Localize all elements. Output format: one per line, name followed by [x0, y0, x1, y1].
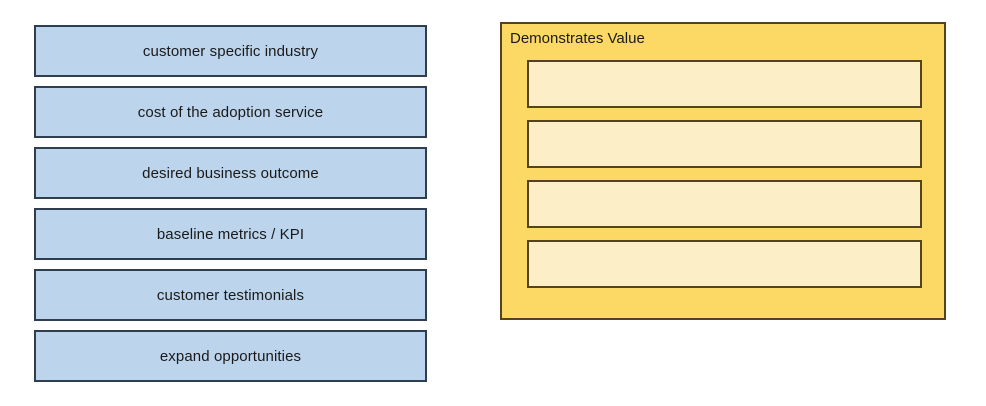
source-item-label: desired business outcome [142, 164, 319, 182]
source-item-label: expand opportunities [159, 347, 302, 365]
drop-slot-1[interactable] [527, 60, 922, 108]
source-item-baseline-metrics-kpi[interactable]: baseline metrics / KPI [34, 208, 427, 260]
source-item-label: cost of the adoption service [137, 103, 324, 121]
source-item-cost-of-the-adoption-service[interactable]: cost of the adoption service [34, 86, 427, 138]
source-item-customer-testimonials[interactable]: customer testimonials [34, 269, 427, 321]
source-item-expand-opportunities[interactable]: expand opportunities [34, 330, 427, 382]
drop-slot-list [527, 60, 922, 288]
source-item-label: customer specific industry [142, 42, 319, 60]
drop-target-container-demonstrates-value[interactable]: Demonstrates Value [500, 22, 946, 320]
source-item-label: baseline metrics / KPI [156, 225, 305, 243]
source-item-customer-specific-industry[interactable]: customer specific industry [34, 25, 427, 77]
source-item-label: customer testimonials [156, 286, 305, 304]
drop-slot-3[interactable] [527, 180, 922, 228]
source-item-desired-business-outcome[interactable]: desired business outcome [34, 147, 427, 199]
source-item-list: customer specific industry cost of the a… [34, 25, 427, 382]
drop-slot-2[interactable] [527, 120, 922, 168]
drop-container-title: Demonstrates Value [510, 30, 645, 47]
drop-slot-4[interactable] [527, 240, 922, 288]
